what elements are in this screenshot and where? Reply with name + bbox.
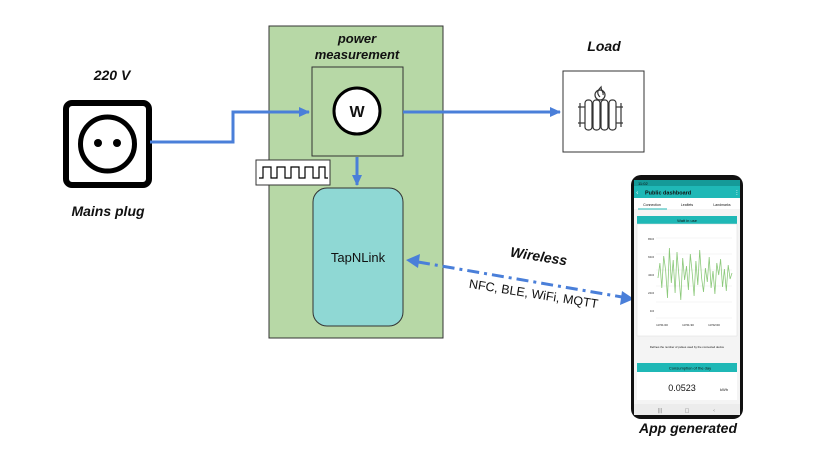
phone-app-header [634,186,740,198]
watt-meter-symbol: W [349,104,365,121]
wireless-link-arrow [417,260,623,299]
phone-x-tick-3: 13:52:00 [708,323,720,327]
phone-y-tick-3: 40.0 [648,273,654,277]
phone-x-tick-2: 13:51:30 [682,323,694,327]
phone-nav-home-icon[interactable]: □ [685,408,690,414]
wireless-arrowhead-left [406,254,420,268]
phone-chart-area [636,223,738,337]
load-label: Load [587,38,621,54]
wireless-label: Wireless [509,244,568,269]
phone-tab-landmarks[interactable]: Landmarks [713,203,731,207]
phone-app: 11:02 Public dashboard ‹ ⋮ Connection Le… [631,175,743,419]
voltage-label: 220 V [93,67,132,83]
phone-menu-icon[interactable]: ‹ [636,190,638,197]
phone-card2-title: Consumption of the day [669,366,711,371]
phone-y-tick-5: 0.0 [650,309,655,313]
phone-tab-leaflets[interactable]: Leaflets [681,203,694,207]
phone-consumption-value: 0.0523 [668,383,696,393]
radiator-heater-icon [578,85,623,131]
power-socket-icon [63,100,152,188]
wireless-arrowhead-right [620,291,634,305]
mains-plug-label: Mains plug [71,203,145,219]
phone-card1-title: Watt in use [677,218,698,223]
phone-consumption-unit: kWh [720,387,728,392]
load-box [562,70,645,153]
phone-nav-recent-icon[interactable]: ||| [657,408,662,414]
square-wave-pulse-icon [255,159,331,186]
phone-description: Defines the number of pulses used by the… [650,345,725,349]
phone-y-tick-1: 80.0 [648,237,654,241]
app-generated-label: App generated [638,420,737,436]
phone-status-time: 11:02 [638,181,648,186]
phone-more-icon[interactable]: ⋮ [734,190,740,197]
phone-y-tick-4: 20.0 [648,291,654,295]
phone-header-title: Public dashboard [645,191,691,197]
tapnlink-module [312,187,404,327]
phone-y-tick-2: 60.0 [648,255,654,259]
phone-nav-back-icon[interactable]: ‹ [713,408,715,414]
phone-x-tick-1: 13:51:00 [656,323,668,327]
watt-meter-icon [332,86,382,136]
phone-tab-connection[interactable]: Connection [643,203,661,207]
power-measurement-title-2: measurement [315,47,400,62]
power-measurement-title-1: power [337,31,377,46]
mains-to-meter-arrow [150,107,310,144]
tapnlink-label: TapNLink [331,250,386,265]
phone-chart-series-line [657,247,733,301]
